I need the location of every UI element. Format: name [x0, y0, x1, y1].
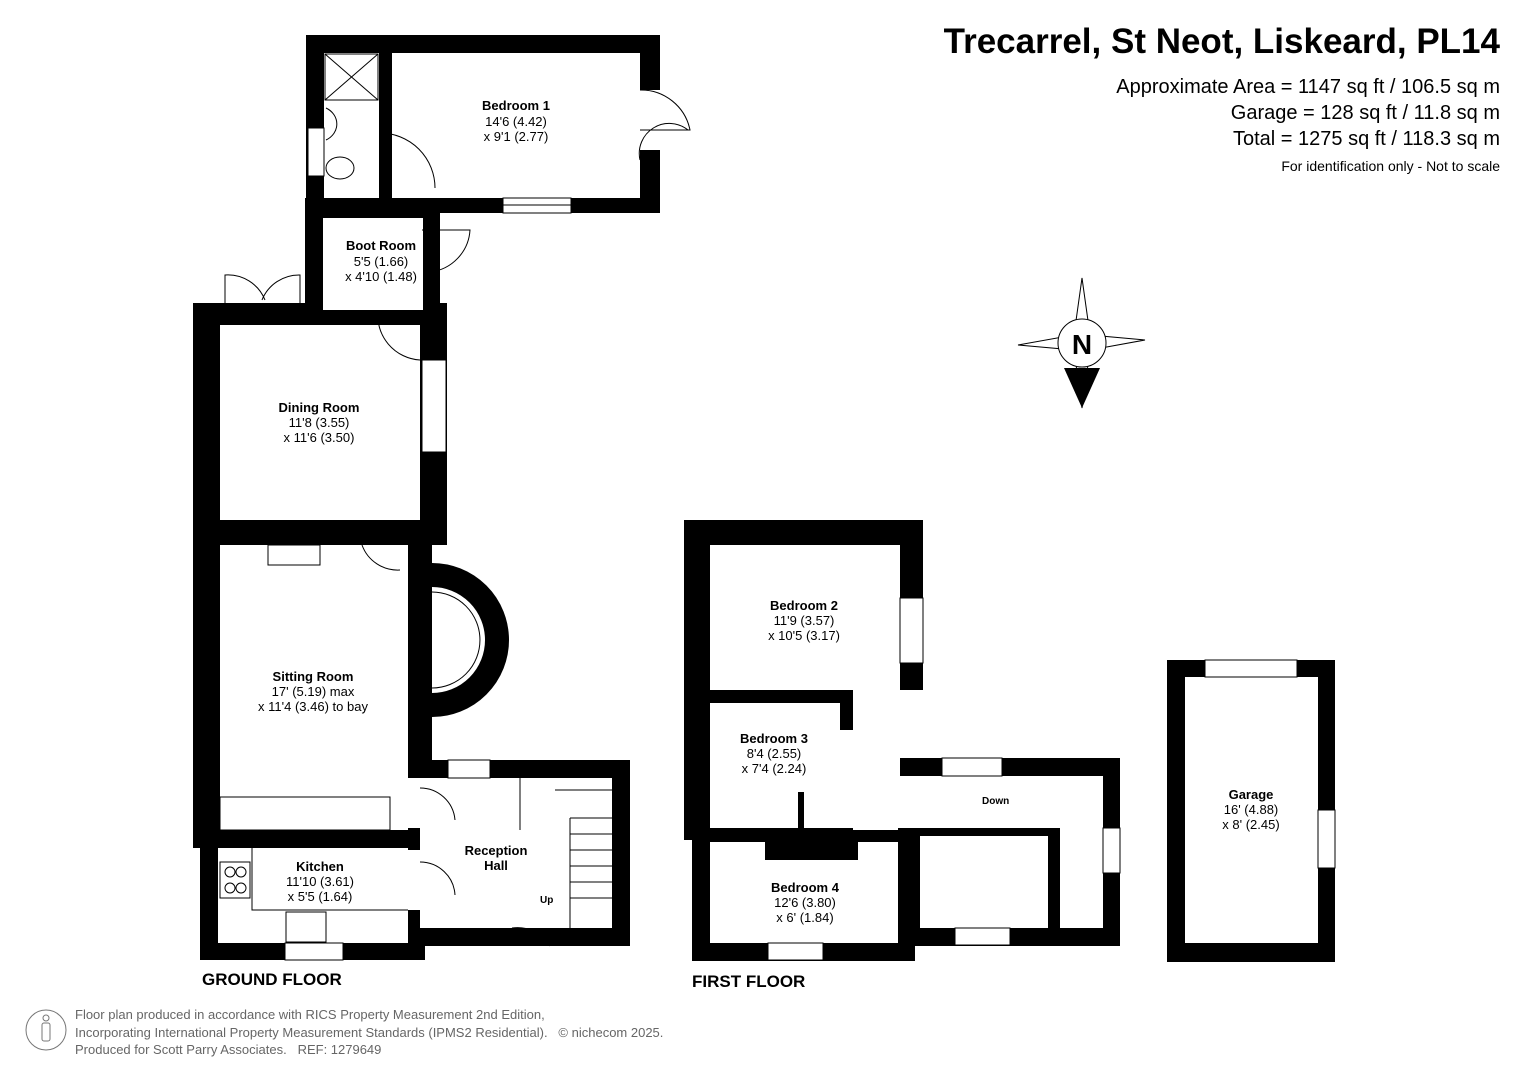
room-dimension: x 11'4 (3.46) to bay: [258, 699, 368, 714]
compass-north-label: N: [1072, 329, 1092, 360]
room-dimension: x 11'6 (3.50): [284, 430, 355, 445]
room-dimension: 17' (5.19) max: [272, 684, 355, 699]
room-bedroom-2: Bedroom 2 11'9 (3.57) x 10'5 (3.17): [768, 598, 840, 643]
approximate-area: Approximate Area = 1147 sq ft / 106.5 sq…: [1116, 76, 1500, 98]
stairs-down-label: Down: [982, 796, 1009, 807]
room-dimension: x 7'4 (2.24): [742, 761, 807, 776]
room-dimension: x 9'1 (2.77): [484, 129, 549, 144]
room-name: Garage: [1229, 787, 1274, 802]
compass-icon: N: [1017, 277, 1146, 409]
room-dimension: x 4'10 (1.48): [345, 269, 417, 284]
room-reception-hall: Reception Hall: [465, 843, 528, 873]
room-name: Reception: [465, 843, 528, 858]
room-dimension: x 6' (1.84): [776, 910, 833, 925]
total-area: Total = 1275 sq ft / 118.3 sq m: [1232, 128, 1500, 150]
room-garage: Garage 16' (4.88) x 8' (2.45): [1222, 787, 1279, 832]
room-dimension: 5'5 (1.66): [354, 254, 409, 269]
room-kitchen: Kitchen 11'10 (3.61) x 5'5 (1.64): [286, 859, 354, 904]
scale-note: For identification only - Not to scale: [1281, 158, 1500, 174]
room-name: Kitchen: [296, 859, 344, 874]
first-floor-label: FIRST FLOOR: [692, 972, 805, 991]
room-name: Bedroom 3: [740, 731, 808, 746]
room-dimension: 12'6 (3.80): [774, 895, 836, 910]
room-dimension: x 10'5 (3.17): [768, 628, 840, 643]
garage-area: Garage = 128 sq ft / 11.8 sq m: [1230, 102, 1500, 124]
first-floor-interiors: [710, 545, 1318, 943]
room-dimension: 14'6 (4.42): [485, 114, 547, 129]
footer-ref: REF: 1279649: [297, 1042, 382, 1057]
room-name: Bedroom 2: [770, 598, 838, 613]
room-bedroom-1: Bedroom 1 14'6 (4.42) x 9'1 (2.77): [482, 98, 550, 144]
person-icon: [25, 1009, 67, 1051]
room-dimension: x 8' (2.45): [1222, 817, 1279, 832]
ground-floor-interiors: [218, 53, 700, 943]
room-name: Hall: [484, 858, 508, 873]
footer-line-1: Floor plan produced in accordance with R…: [75, 1007, 545, 1022]
ground-floor-label: GROUND FLOOR: [202, 970, 342, 989]
room-sitting-room: Sitting Room 17' (5.19) max x 11'4 (3.46…: [258, 669, 368, 714]
room-name: Bedroom 4: [771, 880, 840, 895]
room-bedroom-4: Bedroom 4 12'6 (3.80) x 6' (1.84): [771, 880, 840, 925]
room-name: Bedroom 1: [482, 98, 550, 113]
room-name: Sitting Room: [273, 669, 354, 684]
room-dimension: 11'8 (3.55): [289, 415, 350, 430]
room-dining-room: Dining Room 11'8 (3.55) x 11'6 (3.50): [279, 400, 360, 445]
footer-line-3: Produced for Scott Parry Associates.: [75, 1042, 287, 1057]
room-dimension: 8'4 (2.55): [747, 746, 802, 761]
room-dimension: 11'10 (3.61): [286, 874, 354, 889]
room-name: Dining Room: [279, 400, 360, 415]
room-boot-room: Boot Room 5'5 (1.66) x 4'10 (1.48): [345, 238, 417, 284]
room-dimension: x 5'5 (1.64): [288, 889, 353, 904]
room-dimension: 11'9 (3.57): [774, 613, 835, 628]
room-name: Boot Room: [346, 238, 416, 253]
footer-copyright: © nichecom 2025.: [558, 1024, 664, 1040]
footer-line-2: Incorporating International Property Mea…: [75, 1024, 548, 1040]
room-bedroom-3: Bedroom 3 8'4 (2.55) x 7'4 (2.24): [740, 731, 808, 776]
stairs-up-label: Up: [540, 895, 553, 906]
room-dimension: 16' (4.88): [1224, 802, 1279, 817]
property-title: Trecarrel, St Neot, Liskeard, PL14: [943, 22, 1500, 61]
footer-credits: Floor plan produced in accordance with R…: [75, 1006, 663, 1059]
